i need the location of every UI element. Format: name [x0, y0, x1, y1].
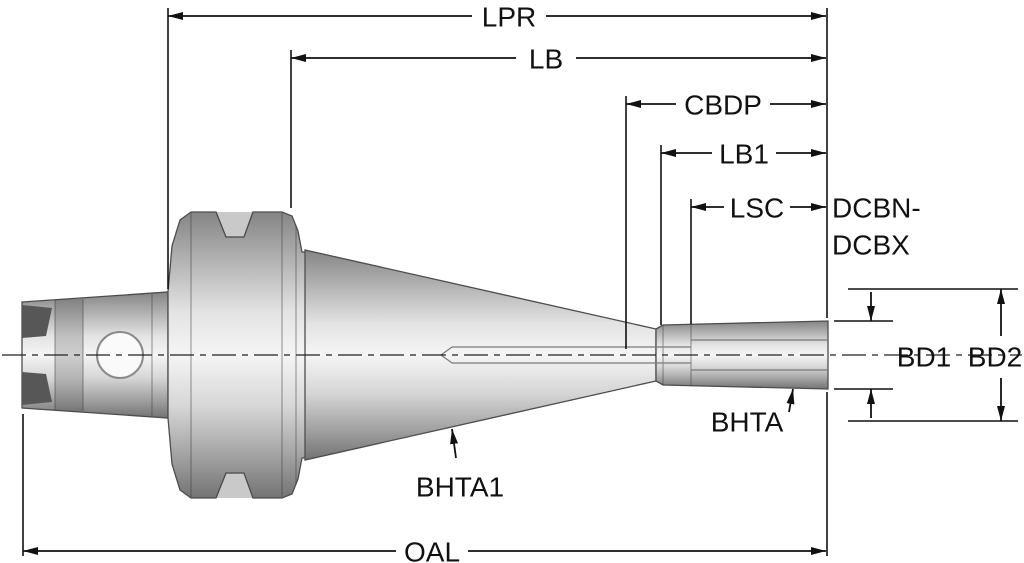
dim-cbdp: CBDP	[625, 90, 826, 349]
lsc-label: LSC	[730, 193, 784, 224]
dim-oal: OAL	[22, 414, 826, 563]
label-dcbn-dcbx: DCBN- DCBX	[832, 193, 921, 261]
dim-bd2: BD2	[848, 288, 1022, 422]
coolant-bore-tip	[440, 354, 453, 364]
dim-lpr: LPR	[167, 2, 826, 289]
dim-lb: LB	[290, 44, 826, 208]
bd1-label: BD1	[897, 342, 951, 373]
lb1-label: LB1	[719, 139, 769, 170]
dcbn-label-line2: DCBX	[832, 230, 910, 261]
leader-arrow	[450, 428, 459, 459]
bhta1-label: BHTA1	[416, 472, 504, 503]
leader-arrow	[786, 388, 795, 413]
dim-bd1: BD1	[834, 292, 951, 418]
dim-lsc: LSC	[690, 193, 826, 324]
flange-v-groove-bottom	[216, 473, 253, 498]
coolant-bore-tip	[440, 346, 453, 356]
dim-lb1: LB1	[660, 139, 826, 325]
oal-label: OAL	[404, 537, 460, 563]
dim-bhta1: BHTA1	[416, 428, 504, 503]
dim-bhta: BHTA	[711, 388, 795, 438]
lb-label: LB	[529, 44, 563, 75]
dcbn-label-line1: DCBN-	[832, 193, 921, 224]
flange-v-groove-top	[216, 212, 253, 237]
lpr-label: LPR	[482, 2, 536, 33]
cbdp-label: CBDP	[684, 90, 762, 121]
shank-slot	[22, 372, 52, 405]
bhta-label: BHTA	[711, 407, 784, 438]
bd2-label: BD2	[968, 342, 1022, 373]
shank-slot	[22, 305, 52, 338]
